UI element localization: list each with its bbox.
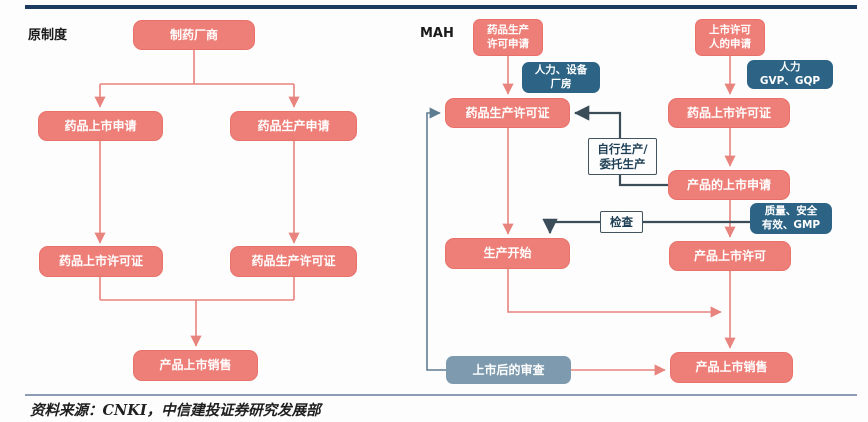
node-mah-product-launch: 产品上市销售 — [670, 352, 793, 383]
node-old-production-license: 药品生产许可证 — [230, 246, 357, 277]
node-old-market-application: 药品上市申请 — [38, 111, 163, 141]
node-old-manufacturer: 制药厂商 — [133, 20, 255, 50]
connector-mah-quality-to-start — [542, 218, 750, 235]
node-mah-manpower-equipment: 人力、设备 厂房 — [522, 62, 600, 93]
source-note: 资料来源：CNKI，中信建投证券研究发展部 — [30, 402, 321, 419]
node-mah-production-start: 生产开始 — [445, 238, 570, 269]
node-mah-self-or-entrusted-production: 自行生产/ 委托生产 — [588, 138, 657, 175]
node-mah-post-market-review: 上市后的审查 — [446, 356, 571, 384]
footer-divider — [25, 394, 857, 396]
top-divider — [25, 5, 857, 9]
connector-mah-start-to-launch — [507, 269, 722, 318]
node-mah-production-license-application: 药品生产 许可申请 — [473, 19, 543, 56]
node-mah-market-license: 药品上市许可证 — [668, 98, 790, 128]
node-mah-holder-application: 上市许可 人的申请 — [695, 19, 765, 56]
node-old-product-launch: 产品上市销售 — [133, 350, 258, 381]
node-mah-inspection: 检查 — [600, 211, 643, 233]
node-mah-product-market-license: 产品上市许可 — [669, 241, 791, 271]
node-old-production-application: 药品生产申请 — [230, 111, 357, 141]
connector-mah-review-to-production-license — [426, 107, 446, 371]
connector-old-split — [100, 50, 294, 85]
node-mah-manpower-gvp-gqp: 人力 GVP、GQP — [747, 60, 833, 89]
node-mah-production-license: 药品生产许可证 — [445, 98, 570, 128]
node-old-market-license: 药品上市许可证 — [39, 246, 163, 277]
mah-label: MAH — [420, 26, 454, 41]
connector-old-merge — [99, 277, 295, 301]
node-mah-quality-safety-gmp: 质量、安全 有效、GMP — [750, 203, 832, 234]
old-system-label: 原制度 — [28, 28, 68, 43]
node-mah-product-market-application: 产品的上市申请 — [668, 170, 790, 200]
